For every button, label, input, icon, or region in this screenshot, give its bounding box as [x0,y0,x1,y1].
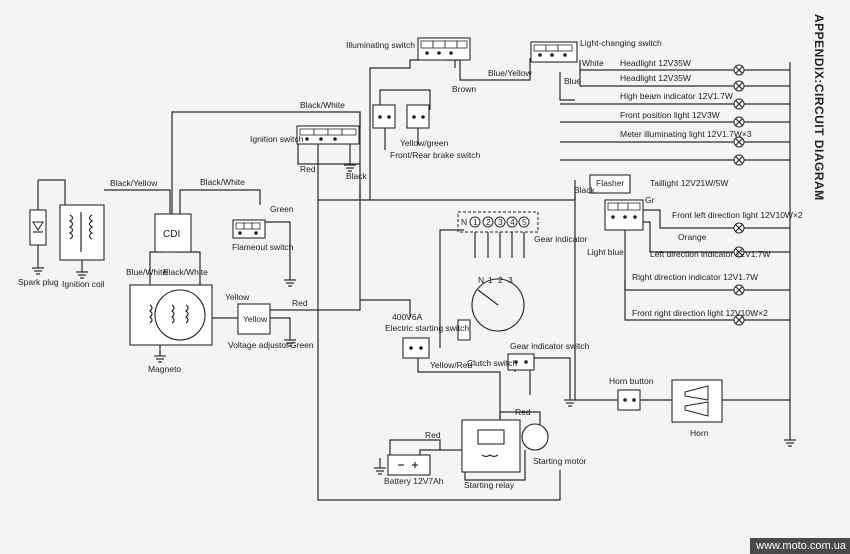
label-voltage-adjustor: Voltage adjustor [228,340,289,350]
label-gear-indicator-switch: Gear indicator switch [510,341,590,351]
flameout-switch [232,219,266,239]
dial-label-1: 1 [488,275,493,285]
gear-label-4: 4 [510,217,515,227]
wire-label-blue: Blue [564,76,581,86]
illuminating-switch [417,37,471,61]
brake-switch-rear [406,104,430,129]
voltage-adjustor [237,303,271,335]
label-starting-relay: Starting relay [464,480,515,490]
wire-label-green-flameout: Green [270,204,294,214]
ground-symbols [32,164,796,475]
label-cdi: CDI [163,229,180,240]
label-flameout-switch: Flameout switch [232,242,294,252]
label-left-direction-indicator: Left direction indicator 12V1.7W [650,249,770,259]
label-brake-switch: Front/Rear brake switch [390,150,480,160]
wire-label-gr: Gr [645,195,655,205]
wire-label-black-white-magneto: Black/White [163,267,208,277]
label-horn-button: Horn button [609,376,654,386]
direction-switch [604,199,644,231]
starting-motor [521,423,549,451]
label-headlight-2: Headlight 12V35W [620,73,691,83]
wire-label-black-ignition: Black [346,171,368,181]
wire-label-light-blue: Light blue [587,247,624,257]
ignition-switch [296,125,360,145]
label-starting-switch: Electric starting switch [385,323,469,333]
starting-relay-body [461,419,521,473]
label-ignition-switch: Ignition switch [250,134,304,144]
wire-label-red-ignition: Red [300,164,316,174]
label-ignition-coil: Ignition coil [62,279,105,289]
horn-button-body [617,389,641,411]
label-spark-plug: Spark plug [18,277,59,287]
horn-body [671,379,723,423]
label-meter-light: Meter illuminating light 12V1.7W×3 [620,129,752,139]
light-changing-switch [530,41,578,63]
label-front-right-direction: Front right direction light 12V10W×2 [632,308,768,318]
wiring [37,58,791,501]
page-header: APPENDIX:CIRCUIT DIAGRAM [812,14,826,201]
label-flasher: Flasher [596,178,625,188]
cdi-unit [154,213,192,253]
wire-label-yellow-green: Yellow/green [400,138,449,148]
wire-label-black-yellow: Black/Yellow [110,178,158,188]
wire-label-black-flasher: Black [574,185,596,195]
wire-label-blue-white: Blue/White [126,267,167,277]
label-voltage-adjustor-box: Yellow [243,314,268,324]
flasher-unit [589,174,631,194]
gear-labels: N 1 2 3 4 5 N 1 2 3 [461,217,527,285]
clutch-switch-body [507,353,535,371]
label-magneto: Magneto [148,364,181,374]
brake-switch-front [372,104,396,129]
label-light-changing-switch: Light-changing switch [580,38,662,48]
lamp-symbols [733,64,745,326]
label-battery: Battery 12V7Ah [384,476,444,486]
magneto [129,284,213,346]
label-right-direction-indicator: Right direction indicator 12V1.7W [632,272,758,282]
wire-label-black-white-cdi: Black/White [200,177,245,187]
battery [387,454,431,476]
wire-label-red-regulator: Red [292,298,308,308]
label-illuminating-switch: Illuminating switch [346,40,415,50]
ignition-coil [59,204,105,261]
wire-label-white: White [582,58,604,68]
gear-label-3: 3 [498,217,503,227]
gear-label-5: 5 [522,217,527,227]
gear-indicator-panel [457,211,539,233]
gear-indicator-switch-dial [457,278,525,341]
fuse [402,337,430,359]
label-clutch-switch: Clutch switch [467,358,517,368]
wire-label-blue-yellow: Blue/Yellow [488,68,532,78]
spark-plug [29,209,47,246]
dial-label-n: N [478,275,484,285]
label-fuse: 400V6A [392,312,423,322]
wire-label-black-white-top: Black/White [300,100,345,110]
label-taillight: Taillight 12V21W/5W [650,178,728,188]
label-gear-indicator: Gear indicator [534,234,588,244]
label-headlight: Headlight 12V35W [620,58,691,68]
label-front-left-direction: Front left direction light 12V10W×2 [672,210,803,220]
dial-label-2: 2 [498,275,503,285]
watermark: www.moto.com.ua [750,538,850,554]
label-starting-motor: Starting motor [533,456,587,466]
label-high-beam: High beam indicator 12V1.7W [620,91,733,101]
gear-label-n: N [461,217,467,227]
label-front-position: Front position light 12V3W [620,110,720,120]
wire-label-yellow-red: Yellow/Red [430,360,472,370]
wire-label-red-battery: Red [425,430,441,440]
gear-label-2: 2 [486,217,491,227]
dial-label-3: 3 [508,275,513,285]
label-horn: Horn [690,428,709,438]
gear-label-1: 1 [473,217,478,227]
wire-label-orange: Orange [678,232,707,242]
wire-label-yellow: Yellow [225,292,250,302]
wire-label-green-regulator: Green [290,340,314,350]
wire-label-brown: Brown [452,84,476,94]
wire-label-red-motor: Red [515,407,531,417]
